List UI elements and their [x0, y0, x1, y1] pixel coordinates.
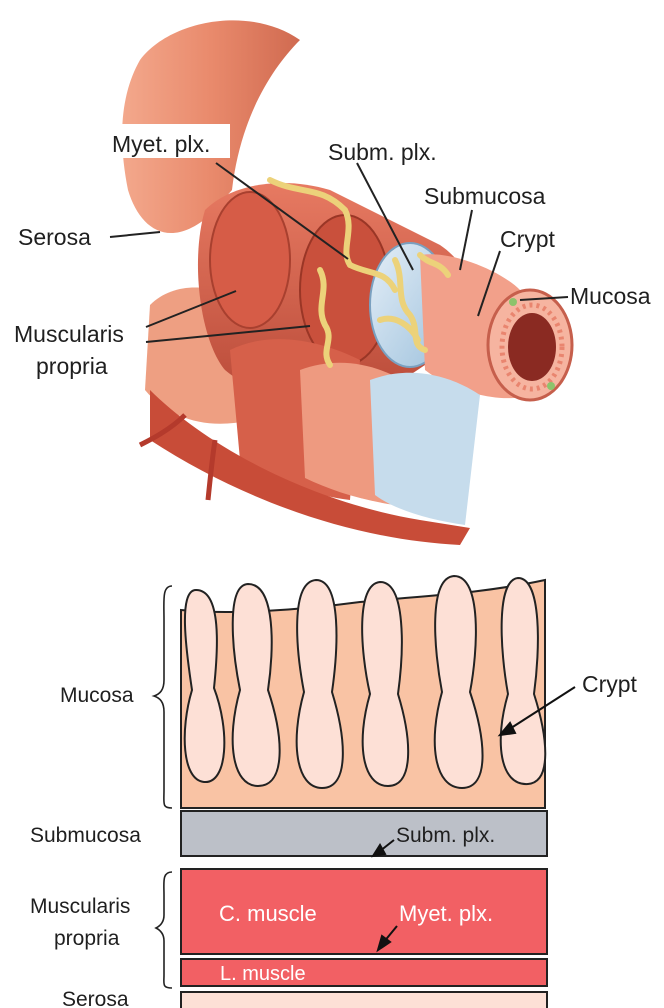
- top-mucosa-label: Mucosa: [570, 283, 651, 309]
- serosa-band: [181, 992, 547, 1008]
- bottom-myet-plx-label: Myet. plx.: [399, 901, 493, 926]
- braces: [154, 586, 172, 988]
- layer-schematic: [181, 576, 547, 1008]
- top-propria-label: propria: [36, 353, 108, 379]
- muscularis-brace: [156, 872, 172, 988]
- top-myet-plx-label: Myet. plx.: [112, 131, 210, 157]
- top-muscularis-label: Muscularis: [14, 321, 124, 347]
- peeled-submucosa-layer: [370, 373, 480, 525]
- mucosa-lumen-inner: [508, 313, 556, 381]
- bottom-muscularis-label: Muscularis: [30, 895, 130, 918]
- top-crypt-label: Crypt: [500, 226, 556, 252]
- l-muscle-label: L. muscle: [220, 963, 306, 985]
- top-subm-plx-label: Subm. plx.: [328, 139, 437, 165]
- bottom-submucosa-label: Submucosa: [30, 824, 141, 847]
- bottom-serosa-label: Serosa: [62, 988, 129, 1008]
- mucosa-dot-1: [509, 298, 517, 306]
- bottom-propria-label: propria: [54, 927, 120, 950]
- top-serosa-label: Serosa: [18, 224, 91, 250]
- top-submucosa-label: Submucosa: [424, 183, 546, 209]
- c-muscle-label: C. muscle: [219, 901, 317, 926]
- intestine-illustration: [122, 20, 572, 545]
- bottom-crypt-label: Crypt: [582, 671, 638, 697]
- mucosa-dot-2: [547, 382, 555, 390]
- mucosa-brace: [154, 586, 172, 808]
- bottom-subm-plx-label: Subm. plx.: [396, 824, 495, 847]
- bottom-mucosa-label: Mucosa: [60, 684, 134, 707]
- muscle-band-ring: [210, 192, 290, 328]
